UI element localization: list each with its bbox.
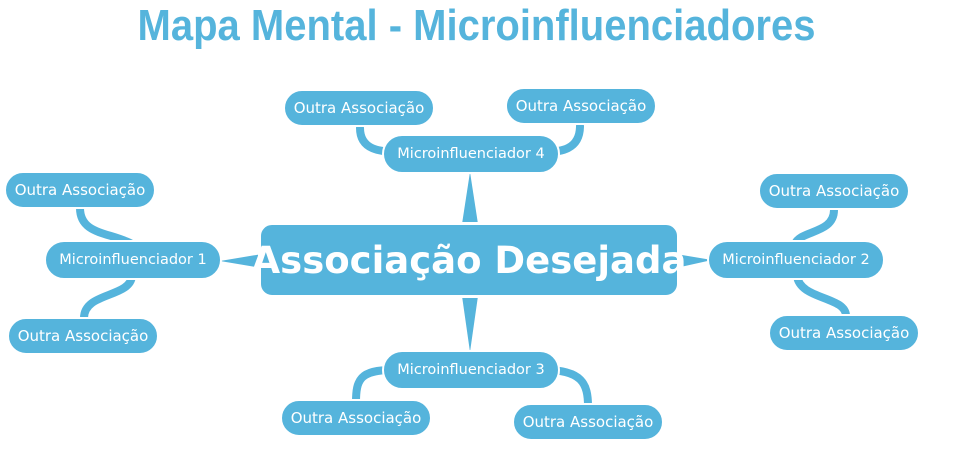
branch-node-microinfluenciador-3[interactable]: Microinfluenciador 3 — [382, 350, 560, 390]
link-center-branch-3 — [462, 296, 478, 352]
link-branch-2-assoc-1 — [791, 206, 838, 248]
branch-node-microinfluenciador-4[interactable]: Microinfluenciador 4 — [382, 134, 560, 174]
association-node[interactable]: Outra Associação — [768, 314, 920, 352]
link-center-branch-2 — [676, 254, 712, 268]
link-center-branch-1 — [220, 254, 262, 268]
association-node[interactable]: Outra Associação — [758, 172, 910, 210]
branch-node-microinfluenciador-1[interactable]: Microinfluenciador 1 — [44, 240, 222, 280]
link-branch-1-assoc-1 — [76, 204, 136, 248]
central-node[interactable]: Associação Desejada — [252, 222, 686, 298]
page-title: Mapa Mental - Microinfluenciadores — [137, 2, 816, 50]
association-node[interactable]: Outra Associação — [7, 317, 159, 355]
link-center-branch-4 — [462, 172, 478, 224]
branch-node-microinfluenciador-2[interactable]: Microinfluenciador 2 — [707, 240, 885, 280]
link-branch-1-assoc-2 — [80, 272, 136, 322]
association-node[interactable]: Outra Associação — [512, 403, 664, 441]
association-node[interactable]: Outra Associação — [280, 399, 432, 437]
association-node[interactable]: Outra Associação — [4, 171, 156, 209]
link-branch-2-assoc-2 — [793, 272, 850, 320]
association-node[interactable]: Outra Associação — [505, 87, 657, 125]
association-node[interactable]: Outra Associação — [283, 89, 435, 127]
